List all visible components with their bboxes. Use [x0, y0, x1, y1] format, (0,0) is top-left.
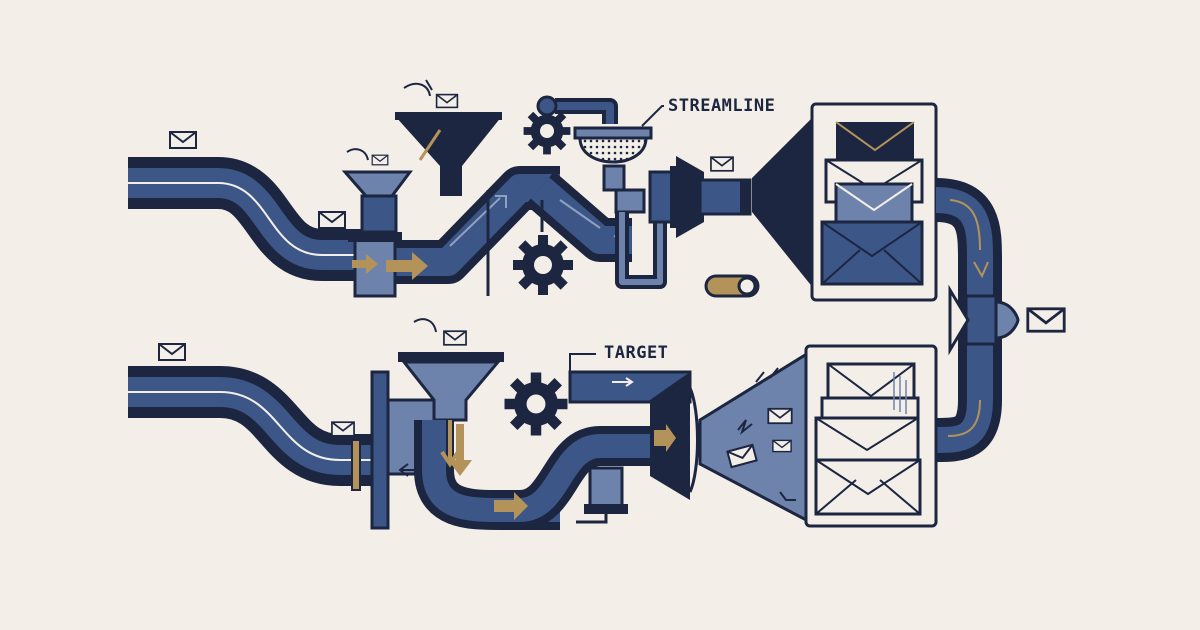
gear-icon — [513, 235, 573, 295]
envelope-icon — [435, 93, 459, 109]
envelope-icon — [371, 154, 389, 166]
return-connector — [934, 178, 1066, 462]
strainer-icon — [573, 126, 653, 214]
envelope-icon — [767, 407, 793, 425]
envelope-icon — [158, 343, 186, 361]
envelope-icon — [169, 131, 197, 149]
envelope-icon — [443, 330, 467, 346]
toggle-icon — [704, 274, 760, 298]
top-pipeline — [128, 79, 938, 302]
gear-icon — [504, 372, 568, 436]
target-label: TARGET — [604, 343, 669, 363]
envelope-icon — [318, 211, 346, 229]
envelope-stack — [814, 362, 922, 516]
bottom-pipeline — [128, 318, 938, 530]
streamline-label: STREAMLINE — [668, 96, 776, 116]
envelope-stack — [820, 121, 924, 286]
envelope-icon — [331, 421, 355, 437]
envelope-icon — [1026, 307, 1066, 333]
envelope-icon — [772, 439, 792, 453]
envelope-icon — [710, 156, 734, 172]
